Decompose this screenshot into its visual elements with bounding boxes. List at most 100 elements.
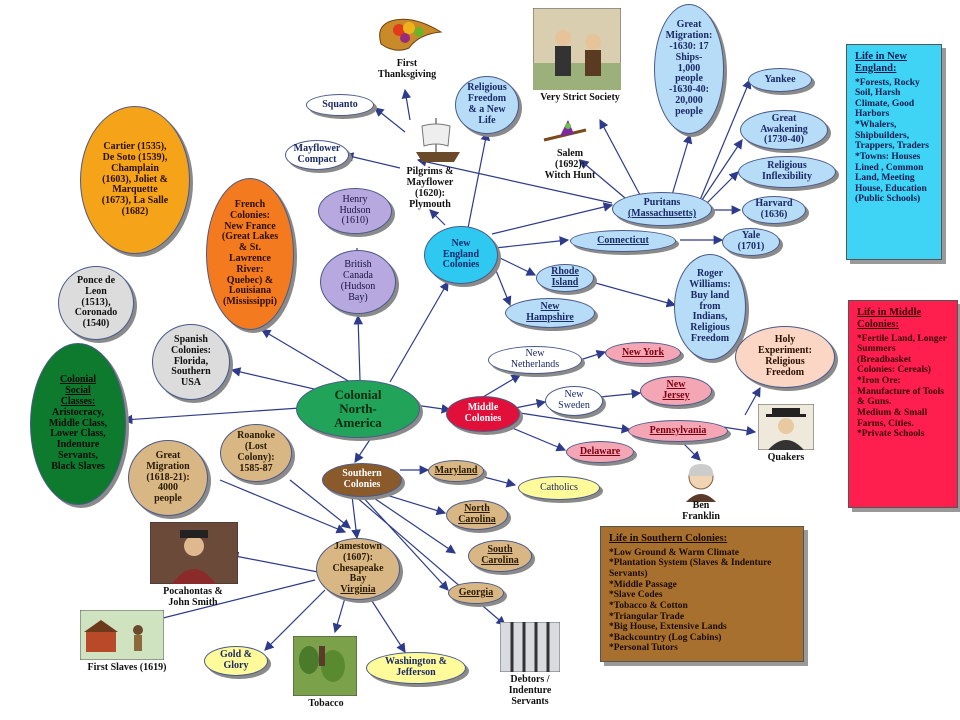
label: New Netherlands	[510, 348, 560, 370]
center-node-colonial-north-america[interactable]: Colonial North- America	[296, 380, 420, 438]
box-item: *Middle Passage	[609, 579, 677, 590]
label: Connecticut	[597, 234, 649, 246]
label: French Colonies: New France (Great Lakes…	[221, 199, 279, 308]
node-maryland[interactable]: Maryland	[428, 460, 484, 482]
node-henry-hudson[interactable]: Henry Hudson (1610)	[318, 188, 392, 234]
label: New Hampshire	[526, 301, 574, 323]
node-new-netherlands[interactable]: New Netherlands	[488, 346, 582, 374]
node-catholics[interactable]: Catholics	[518, 476, 600, 500]
label: Delaware	[579, 445, 621, 457]
box-item: *Whalers, Shipbuilders, Trappers, Trader…	[855, 120, 929, 152]
label-first-slaves: First Slaves (1619)	[87, 662, 167, 673]
label: Henry Hudson (1610)	[339, 193, 371, 227]
box-item: *Personal Tutors	[609, 643, 678, 654]
node-new-jersey[interactable]: New Jersey	[640, 376, 712, 406]
label: New Jersey	[662, 379, 690, 401]
label-very-strict-society: Very Strict Society	[540, 92, 620, 103]
region-node-southern[interactable]: Southern Colonies	[322, 463, 402, 497]
ben-franklin-portrait	[686, 464, 716, 502]
node-roanoke[interactable]: Roanoke (Lost Colony): 1585-87	[220, 424, 292, 482]
box-item: *Forests, Rocky Soil, Harsh Climate, Goo…	[855, 77, 920, 120]
node-gold-glory[interactable]: Gold & Glory	[204, 646, 268, 676]
social-title: Colonial Social Classes:	[59, 374, 97, 407]
label: Great Awakening (1730-40)	[760, 112, 808, 146]
box-item: *Plantation System (Slaves & Indenture S…	[609, 558, 772, 579]
node-yankee[interactable]: Yankee	[748, 68, 812, 92]
label: New York	[621, 346, 665, 358]
box-item: Medium & Small Farms, Cities.	[857, 407, 928, 429]
box-item: *Big House, Extensive Lands	[609, 622, 727, 633]
label-tobacco: Tobacco	[308, 698, 344, 709]
box-item: *Backcountry (Log Cabins)	[609, 632, 722, 643]
node-explorers[interactable]: Cartier (1535), De Soto (1539), Champlai…	[80, 106, 190, 254]
label: Rhode Island	[551, 266, 579, 288]
box-item: *Low Ground & Warm Climate	[609, 547, 740, 558]
node-north-carolina[interactable]: North Carolina	[446, 500, 508, 530]
node-ponce-de-leon[interactable]: Ponce de Leon (1513), Coronado (1540)	[58, 266, 134, 340]
node-holy-experiment[interactable]: Holy Experiment: Religious Freedom	[735, 326, 835, 388]
node-puritans[interactable]: Puritans(Massachusetts)	[612, 192, 712, 226]
node-jamestown[interactable]: Jamestown (1607): Chesapeake Bay Virgini…	[316, 538, 400, 600]
node-great-migration-south[interactable]: Great Migration (1618-21): 4000 people	[128, 440, 208, 516]
label: Washington & Jefferson	[385, 656, 447, 678]
tobacco-picture	[293, 636, 357, 696]
node-delaware[interactable]: Delaware	[566, 441, 634, 463]
node-rhode-island[interactable]: Rhode Island	[536, 264, 594, 292]
region-label: Middle Colonies	[464, 402, 502, 424]
label: British Canada (Hudson Bay)	[340, 259, 376, 303]
box-item: *Tobacco & Cotton	[609, 600, 688, 611]
box-life-new-england: Life in New England: *Forests, Rocky Soi…	[846, 44, 942, 260]
label: Religious Freedom & a New Life	[467, 82, 507, 126]
social-body: Aristocracy, Middle Class, Lower Class, …	[48, 406, 108, 472]
region-label: New England Colonies	[442, 237, 480, 271]
node-mayflower-compact[interactable]: Mayflower Compact	[285, 140, 349, 170]
label: Great Migration (1618-21): 4000 people	[146, 450, 190, 505]
node-squanto[interactable]: Squanto	[306, 94, 374, 116]
label-debtors: Debtors / Indenture Servants	[508, 674, 552, 707]
region-node-new-england[interactable]: New England Colonies	[424, 226, 498, 284]
label-quakers: Quakers	[767, 452, 805, 463]
region-node-middle[interactable]: Middle Colonies	[446, 396, 520, 432]
node-new-york[interactable]: New York	[605, 342, 681, 364]
label: Pennsylvania	[649, 424, 707, 436]
node-new-hampshire[interactable]: New Hampshire	[505, 298, 595, 328]
node-pennsylvania[interactable]: Pennsylvania	[628, 420, 728, 442]
label: Gold & Glory	[220, 649, 252, 671]
box-item: *Slave Codes	[609, 590, 663, 601]
node-french-colonies[interactable]: French Colonies: New France (Great Lakes…	[206, 178, 294, 330]
node-harvard[interactable]: Harvard (1636)	[742, 196, 806, 224]
node-spanish-colonies[interactable]: Spanish Colonies: Florida, Southern USA	[152, 324, 230, 400]
node-religious-freedom[interactable]: Religious Freedom & a New Life	[455, 76, 519, 134]
node-connecticut[interactable]: Connecticut	[570, 230, 676, 252]
label-pocahontas: Pocahontas & John Smith	[163, 586, 223, 608]
node-social-classes[interactable]: Colonial Social Classes: Aristocracy, Mi…	[30, 343, 126, 505]
label: Roanoke (Lost Colony): 1585-87	[237, 430, 275, 474]
witch-icon	[543, 120, 587, 142]
mayflower-ship-icon	[416, 118, 460, 162]
label: New Sweden	[558, 389, 590, 411]
label-salem: Salem (1692): Witch Hunt	[544, 148, 596, 181]
node-british-canada[interactable]: British Canada (Hudson Bay)	[320, 250, 396, 314]
node-yale[interactable]: Yale (1701)	[722, 228, 780, 256]
cornucopia-icon	[379, 18, 443, 51]
label: North Carolina	[458, 503, 496, 525]
puritans-label: Puritans(Massachusetts)	[627, 197, 697, 219]
node-washington-jefferson[interactable]: Washington & Jefferson	[366, 652, 466, 684]
node-roger-williams[interactable]: Roger Williams: Buy land from Indians, R…	[674, 254, 746, 360]
box-title: Life in Southern Colonies:	[609, 533, 728, 544]
label-pilgrims: Pilgrims & Mayflower (1620): Plymouth	[406, 166, 454, 210]
node-georgia[interactable]: Georgia	[448, 582, 504, 604]
quaker-portrait	[758, 404, 814, 450]
box-title: Life in New England:	[855, 51, 907, 74]
puritans-picture	[533, 8, 621, 90]
label: Ponce de Leon (1513), Coronado (1540)	[74, 275, 118, 330]
node-great-awakening[interactable]: Great Awakening (1730-40)	[740, 110, 828, 150]
label: Maryland	[434, 464, 478, 476]
node-south-carolina[interactable]: South Carolina	[468, 540, 532, 572]
box-item: *Private Schools	[857, 429, 925, 440]
label: Squanto	[322, 98, 358, 110]
node-new-sweden[interactable]: New Sweden	[545, 386, 603, 416]
node-religious-inflexibility[interactable]: Religious Inflexibility	[738, 156, 836, 188]
node-great-migration-ne[interactable]: Great Migration: -1630: 17 Ships- 1,000 …	[654, 4, 724, 134]
